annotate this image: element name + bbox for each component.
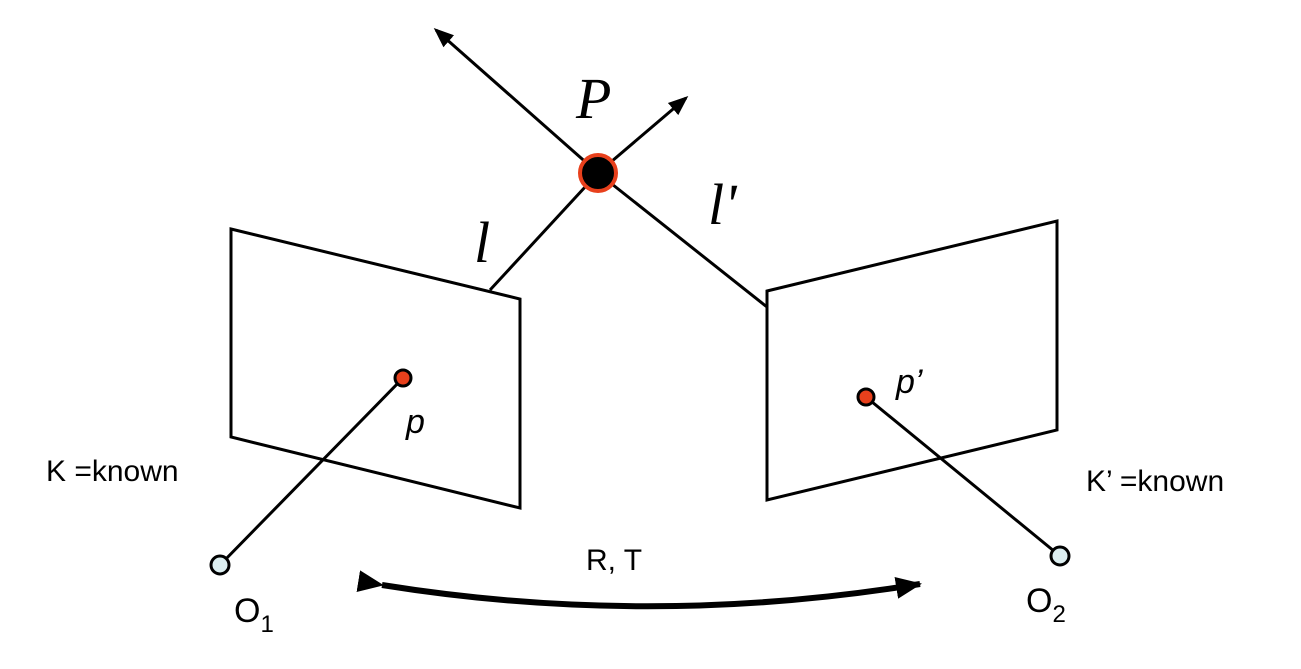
label-K-right: K’ =known: [1086, 465, 1224, 498]
camera-center-right-marker: [1049, 545, 1071, 567]
label-P: P: [575, 66, 611, 131]
left-optical-ray: [218, 376, 405, 567]
label-O1-sub: 1: [260, 611, 273, 638]
label-l: l: [474, 210, 490, 275]
label-O2-sub: 2: [1052, 601, 1065, 628]
label-RT: R, T: [586, 544, 642, 577]
ray-l-prime: [597, 171, 768, 309]
camera-center-left-marker: [209, 554, 231, 576]
image-point-p-prime-marker: [856, 387, 876, 407]
ray-l: [488, 171, 600, 292]
label-O2: O2: [1026, 582, 1066, 628]
arrow-up-left: [433, 28, 599, 175]
image-point-p-marker: [393, 368, 413, 388]
label-l-prime: l': [708, 172, 738, 237]
label-O2-main: O: [1026, 582, 1052, 620]
rt-double-arrow: [356, 570, 922, 610]
right-optical-ray: [865, 395, 1061, 558]
label-O1-main: O: [234, 592, 260, 630]
right-image-plane: [765, 219, 1059, 502]
label-O1: O1: [234, 592, 274, 638]
label-p-prime: p’: [895, 363, 923, 401]
label-K-left: K =known: [46, 455, 179, 488]
point-P-marker: [578, 153, 618, 193]
left-image-plane: [229, 227, 522, 510]
label-p: p: [405, 403, 425, 441]
